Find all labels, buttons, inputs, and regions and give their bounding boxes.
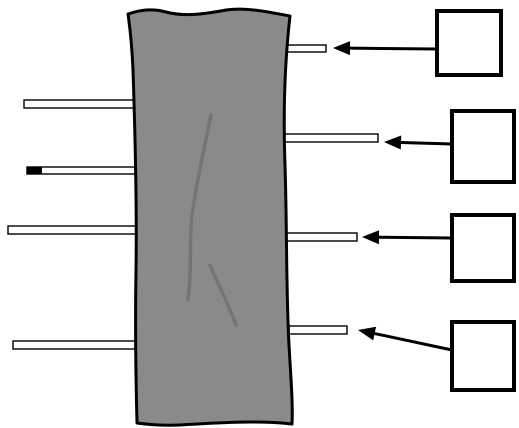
label-box-3-frame <box>450 213 516 283</box>
arrow-left-icon <box>333 41 351 56</box>
left-rods <box>7 99 137 350</box>
arrow-left-icon <box>358 326 377 341</box>
core-streak-1 <box>186 113 213 302</box>
label-box-4 <box>450 320 516 392</box>
arrow-1 <box>333 41 439 56</box>
arrows <box>333 41 454 352</box>
gray-column <box>126 7 294 427</box>
right-rod-3 <box>284 232 358 242</box>
arrow-2-shaft <box>399 140 454 146</box>
label-box-3 <box>450 213 516 283</box>
label-box-1 <box>435 9 503 77</box>
right-rods <box>275 44 379 335</box>
right-rod-2 <box>282 133 379 143</box>
arrow-4 <box>358 326 454 352</box>
arrow-2 <box>384 135 454 150</box>
label-box-1-frame <box>435 9 503 77</box>
left-rod-3 <box>7 225 137 235</box>
left-rod-4 <box>12 340 136 350</box>
arrow-left-icon <box>384 135 402 150</box>
arrow-3-shaft <box>377 235 454 240</box>
arrow-1-shaft <box>348 46 439 51</box>
right-rod-4 <box>288 325 348 335</box>
label-box-4-frame <box>450 320 516 392</box>
label-box-2-frame <box>450 109 516 184</box>
core-streak-2 <box>208 263 238 327</box>
arrow-left-icon <box>362 230 380 245</box>
left-rod-2 <box>26 166 136 175</box>
label-box-2 <box>450 109 516 184</box>
left-rod-1 <box>23 99 137 109</box>
left-rod-2-dark-tip <box>27 167 42 174</box>
arrow-4-shaft <box>373 332 454 352</box>
arrow-3 <box>362 230 454 245</box>
core-group <box>126 7 294 427</box>
label-boxes <box>435 9 516 392</box>
